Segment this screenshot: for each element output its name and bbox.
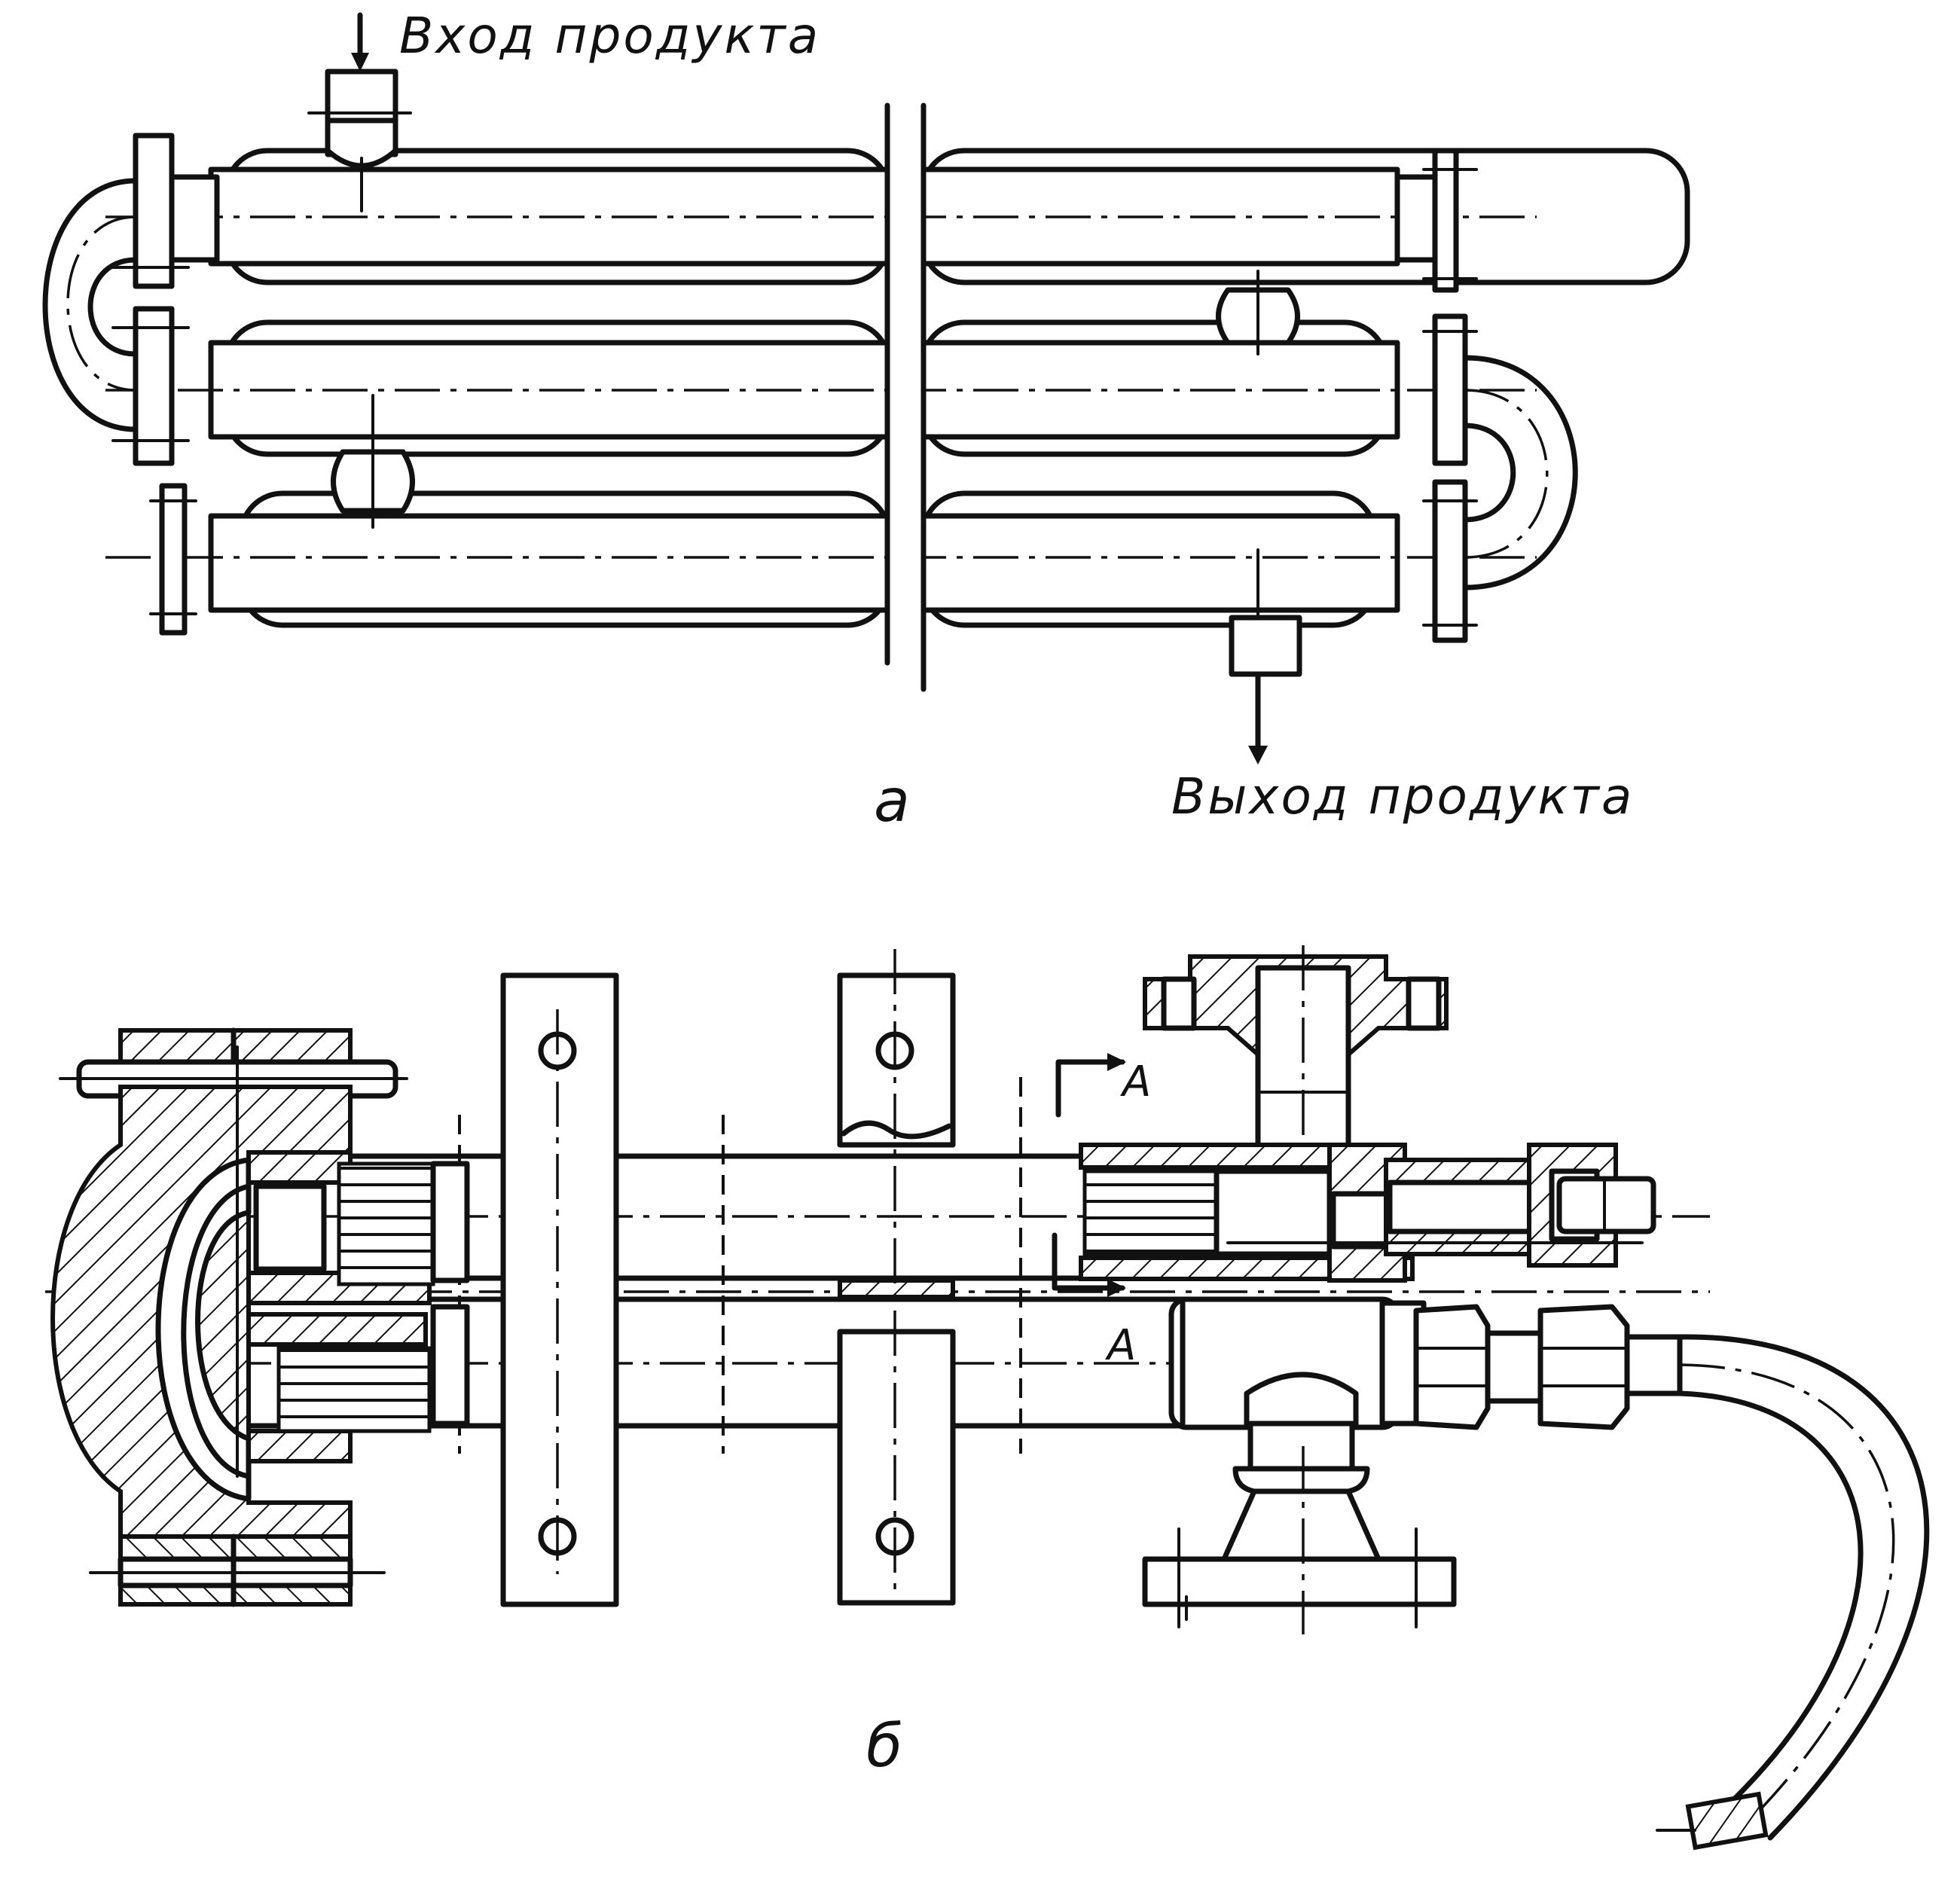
lower-branch <box>1142 1372 1457 1634</box>
support-plate-left <box>500 972 619 1607</box>
outlet-label: Выход продукта <box>1171 768 1634 826</box>
right-u-bend <box>1462 355 1578 591</box>
figure-a-caption: а <box>874 768 910 835</box>
inlet-nozzle <box>307 12 412 212</box>
tube-row-1 <box>105 148 1690 285</box>
right-flanges <box>1422 148 1478 643</box>
lower-right-fittings <box>1168 1296 1683 1430</box>
tube-row-2 <box>105 319 1537 457</box>
tube-row-3 <box>105 490 1537 628</box>
left-u-bend <box>42 178 139 432</box>
left-flanges <box>111 133 197 636</box>
left-finned-inserts <box>246 1150 470 1463</box>
section-label-bottom: А <box>1105 1321 1136 1370</box>
row-connectors <box>331 270 1300 529</box>
view-a: Вход продукта Выход продукта а <box>42 7 1690 835</box>
view-b: А А <box>45 945 1930 1851</box>
right-sleeve-section <box>1079 1143 1656 1283</box>
bent-outlet-tube <box>1656 1334 1930 1851</box>
section-marker-a: А А <box>1052 1053 1151 1370</box>
figure-b-caption: б <box>866 1713 902 1781</box>
upper-right-branch <box>1143 945 1449 1197</box>
section-label-top: А <box>1120 1057 1151 1106</box>
break-lines <box>884 102 927 692</box>
return-bend-housing <box>50 1027 408 1607</box>
support-plate-middle <box>837 949 956 1606</box>
outlet-nozzle <box>1229 548 1302 764</box>
inlet-label: Вход продукта <box>399 7 820 65</box>
